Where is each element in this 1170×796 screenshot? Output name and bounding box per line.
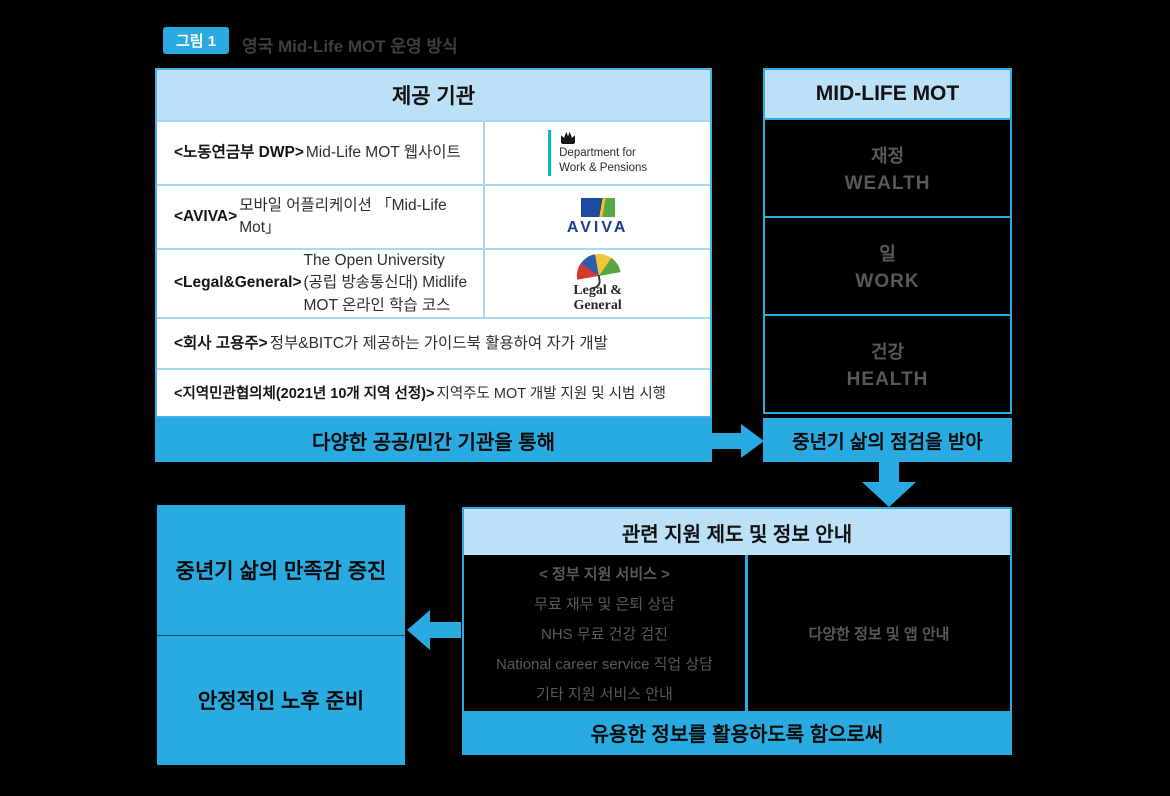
info-footer-bar: 유용한 정보를 활용하도록 함으로써 [464, 711, 1010, 753]
row-lg-text: <Legal&General> The Open University (공립 … [157, 250, 483, 317]
table-row: <노동연금부 DWP> Mid-Life MOT 웹사이트 Department… [157, 120, 710, 184]
mot-item-ko: 재정 [870, 145, 905, 166]
info-panel-body: < 정부 지원 서비스 > 무료 재무 및 은퇴 상담 NHS 무료 건강 검진… [464, 555, 1010, 711]
row-dwp-bold: <노동연금부 DWP> [174, 143, 304, 161]
row-aviva-desc: 모바일 어플리케이션 「Mid-Life Mot」 [239, 196, 447, 236]
gov-services-title: < 정부 지원 서비스 > [539, 565, 670, 583]
mot-item-wealth: 재정 WEALTH [765, 118, 1010, 216]
arrow-left-icon [407, 610, 461, 650]
provider-footer-bar: 다양한 공공/민간 기관을 통해 [155, 418, 712, 462]
row-employer-text: <회사 고용주> 정부&BITC가 제공하는 가이드북 활용하여 자가 개발 [157, 319, 710, 368]
row-dwp-desc: Mid-Life MOT 웹사이트 [305, 143, 461, 161]
row-local-text: <지역민관협의체(2021년 10개 지역 선정)> 지역주도 MOT 개발 지… [157, 370, 710, 419]
outcome-retirement: 안정적인 노후 준비 [197, 690, 365, 714]
provider-table: 제공 기관 <노동연금부 DWP> Mid-Life MOT 웹사이트 Depa… [155, 68, 712, 418]
row-employer-bold: <회사 고용주> [174, 334, 268, 352]
government-services-box: < 정부 지원 서비스 > 무료 재무 및 은퇴 상담 NHS 무료 건강 검진… [464, 555, 745, 711]
figure-number-badge: 그림 1 [163, 27, 230, 54]
dwp-logo: Department for Work & Pensions [548, 130, 647, 176]
mot-item-ko: 일 [879, 243, 896, 264]
outcome-satisfaction: 중년기 삶의 만족감 증진 [175, 559, 387, 583]
provider-table-header: 제공 기관 [157, 70, 710, 120]
mot-item-en: HEALTH [846, 368, 929, 390]
mot-panel-header: MID-LIFE MOT [765, 70, 1010, 118]
mot-item-ko: 건강 [870, 341, 905, 362]
row-lg-bold: <Legal&General> [174, 274, 302, 292]
outcome-box: 중년기 삶의 만족감 증진 안정적인 노후 준비 [157, 505, 405, 765]
gov-service-line: NHS 무료 건강 검진 [541, 625, 668, 643]
aviva-flag-icon [580, 197, 615, 217]
table-row: <Legal&General> The Open University (공립 … [157, 248, 710, 318]
info-panel-divider [745, 555, 748, 711]
mot-item-en: WORK [855, 270, 920, 292]
aviva-logo-text: AVIVA [566, 218, 629, 236]
row-local-bold: <지역민관협의체(2021년 10개 지역 선정)> [174, 386, 435, 403]
table-row: <회사 고용주> 정부&BITC가 제공하는 가이드북 활용하여 자가 개발 [157, 317, 710, 368]
row-employer-desc: 정부&BITC가 제공하는 가이드북 활용하여 자가 개발 [269, 334, 608, 352]
umbrella-handle [587, 274, 602, 290]
gov-service-line: 무료 재무 및 은퇴 상담 [534, 595, 675, 613]
row-aviva-logo-cell: AVIVA [483, 186, 710, 248]
mot-item-health: 건강 HEALTH [765, 314, 1010, 412]
info-panel-header: 관련 지원 제도 및 정보 안내 [464, 509, 1010, 555]
row-dwp-logo-cell: Department for Work & Pensions [483, 122, 710, 184]
legal-general-logo: Legal & General [573, 250, 622, 313]
row-dwp-text: <노동연금부 DWP> Mid-Life MOT 웹사이트 [157, 122, 483, 184]
row-lg-logo-cell: Legal & General [483, 250, 710, 318]
aviva-logo: AVIVA [566, 197, 629, 237]
info-panel: 관련 지원 제도 및 정보 안내 < 정부 지원 서비스 > 무료 재무 및 은… [462, 507, 1012, 755]
mot-footer-bar: 중년기 삶의 점검을 받아 [763, 418, 1012, 462]
table-row: <AVIVA> 모바일 어플리케이션 「Mid-Life Mot」 AVIVA [157, 184, 710, 248]
row-aviva-bold: <AVIVA> [174, 207, 238, 225]
info-apps-box: 다양한 정보 및 앱 안내 [748, 555, 1010, 711]
arrow-down-icon [862, 461, 916, 507]
row-lg-desc: The Open University (공립 방송통신대) Midlife M… [303, 252, 468, 314]
outcome-divider [157, 634, 405, 636]
arrow-right-icon [710, 424, 764, 458]
mot-item-en: WEALTH [844, 172, 931, 194]
mot-item-work: 일 WORK [765, 216, 1010, 314]
table-row: <지역민관협의체(2021년 10개 지역 선정)> 지역주도 MOT 개발 지… [157, 368, 710, 419]
midlife-mot-panel: MID-LIFE MOT 재정 WEALTH 일 WORK 건강 HEALTH [763, 68, 1012, 414]
row-aviva-text: <AVIVA> 모바일 어플리케이션 「Mid-Life Mot」 [157, 186, 483, 248]
dwp-logo-text: Department for Work & Pensions [559, 147, 648, 174]
row-local-desc: 지역주도 MOT 개발 지원 및 시범 시행 [436, 386, 667, 403]
legal-general-logo-text: Legal & General [573, 283, 622, 313]
gov-service-line: 기타 지원 서비스 안내 [536, 685, 673, 703]
gov-service-line: National career service 직업 상담 [496, 655, 713, 673]
dwp-crest-icon [561, 131, 576, 145]
figure-title: 영국 Mid-Life MOT 운영 방식 [242, 37, 458, 56]
